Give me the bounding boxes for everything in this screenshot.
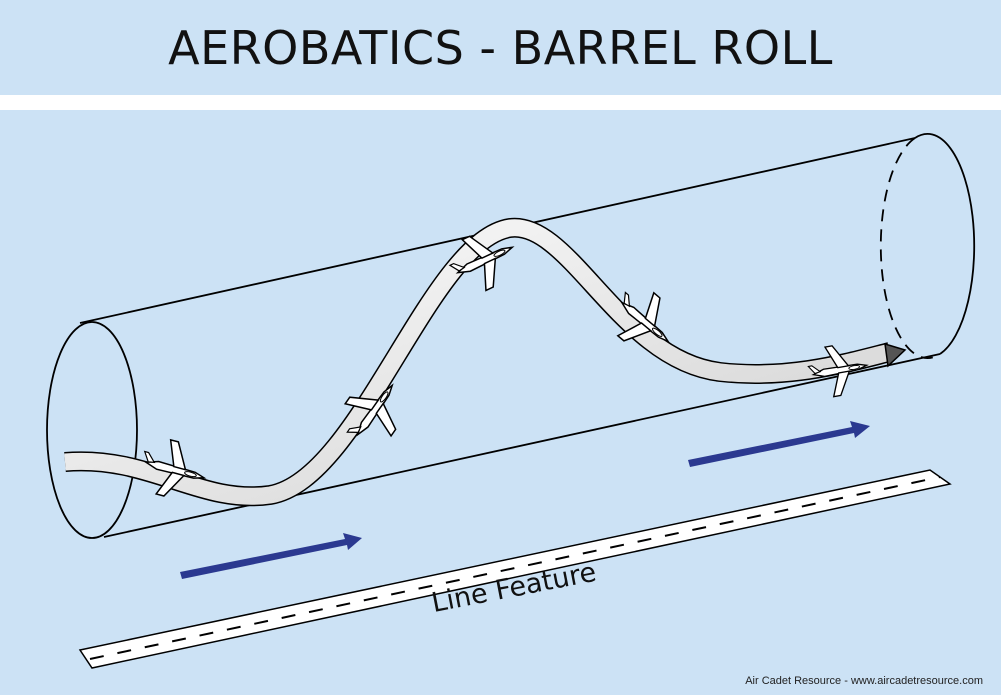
divider-band [0,95,1001,110]
flight-path-ribbon [64,217,907,507]
credit-text: Air Cadet Resource - www.aircadetresourc… [745,675,983,687]
page-title: AEROBATICS - BARREL ROLL [168,20,833,75]
direction-arrow-right [688,421,870,467]
runway-line-feature [78,469,952,669]
direction-arrow-left [180,533,362,579]
